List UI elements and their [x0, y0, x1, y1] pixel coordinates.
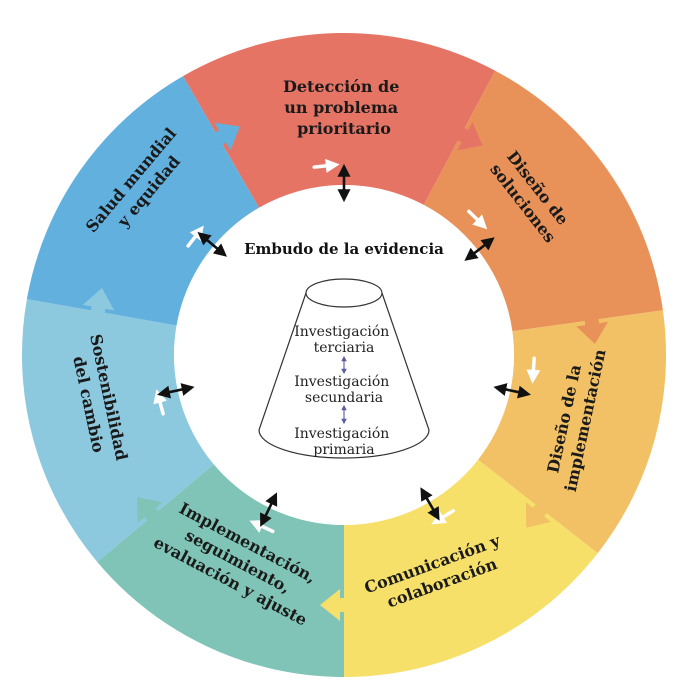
flow-arrow-3 [576, 295, 608, 344]
label-deteccion-line3: prioritario [297, 119, 391, 138]
label-deteccion: Detección de un problema prioritario [283, 77, 405, 138]
flow-arrow-1 [194, 122, 240, 157]
funnel-level-tertiary: Investigación terciaria [294, 324, 394, 356]
flow-arrow-7 [82, 288, 115, 337]
funnel-level-secondary-line2: secundaria [305, 390, 383, 406]
inner-arrow-1 [312, 158, 340, 173]
evidence-link-arrow-5 [260, 492, 278, 527]
segment-sostenibilidad [21, 299, 214, 562]
evidence-link-arrow-7 [197, 232, 227, 257]
flow-arrow-2 [436, 116, 483, 151]
funnel-body [258, 292, 430, 459]
segment-deteccion [183, 32, 496, 208]
center-circle [174, 185, 514, 525]
funnel-level-tertiary-line2: terciaria [314, 340, 375, 356]
evidence-link-arrow-2 [464, 237, 495, 261]
funnel-level-primary-line2: primaria [313, 442, 374, 458]
funnel-level-primary-line1: Investigación [294, 426, 389, 442]
evidence-link-arrow-6 [157, 383, 195, 399]
flow-arrow-5 [320, 589, 368, 621]
funnel-level-tertiary-line1: Investigación [294, 324, 389, 340]
funnel-level-primary: Investigación primaria [294, 426, 394, 458]
evidence-link-arrow-3 [493, 383, 531, 399]
label-deteccion-line2: un problema [284, 98, 398, 117]
label-deteccion-line1: Detección de [283, 77, 399, 96]
funnel-level-secondary: Investigación secundaria [294, 374, 394, 406]
center-title: Embudo de la evidencia [244, 240, 444, 258]
funnel-level-secondary-line1: Investigación [294, 374, 389, 390]
cycle-flow-arrows [82, 116, 608, 621]
evidence-links [157, 163, 531, 527]
evidence-funnel: Investigación terciaria Investigación se… [258, 278, 430, 459]
inner-arrow-5 [249, 520, 275, 534]
flow-arrow-6 [137, 497, 174, 539]
segment-diseno-implementacion [478, 310, 667, 554]
evidence-link-arrow-4 [420, 487, 440, 521]
inner-arrow-3 [526, 356, 541, 384]
inner-arrow-2 [467, 209, 488, 230]
segment-diseno-soluciones [423, 70, 663, 332]
flow-arrow-4 [525, 485, 562, 528]
